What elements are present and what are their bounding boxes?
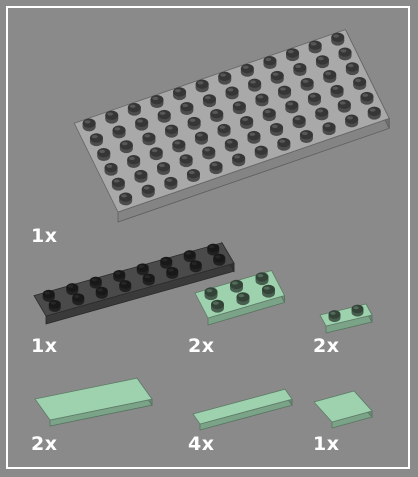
quantity-label-green-2x2-tile: 1x	[313, 433, 339, 455]
